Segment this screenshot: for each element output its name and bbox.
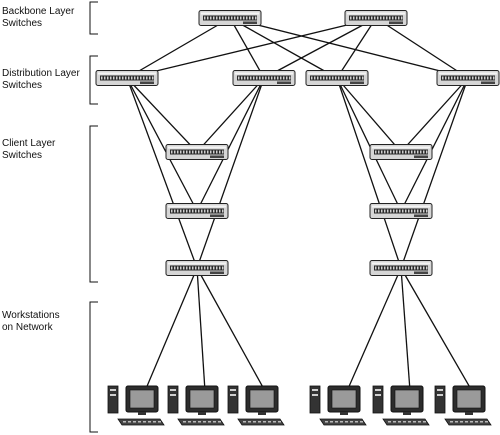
link-line: [400, 77, 469, 153]
link-line: [336, 77, 402, 269]
network-switch-icon: [165, 260, 229, 276]
link-line: [400, 77, 469, 212]
link-line: [196, 77, 265, 153]
layer-bracket: [89, 125, 98, 283]
client-layer-label: Client Layer Switches: [2, 138, 56, 161]
network-switch-icon: [95, 70, 159, 86]
link-line: [196, 267, 206, 392]
network-switch-icon: [165, 144, 229, 160]
workstation-computer-icon: [227, 385, 285, 426]
network-switch-icon: [165, 203, 229, 219]
network-switch-icon: [198, 10, 262, 26]
link-line: [336, 77, 402, 212]
layer-bracket: [89, 301, 98, 433]
network-switch-icon: [305, 70, 369, 86]
link-line: [263, 17, 377, 79]
link-line: [400, 267, 473, 392]
link-line: [196, 77, 265, 269]
link-line: [196, 77, 265, 212]
link-line: [126, 77, 198, 153]
layer-bracket: [89, 1, 98, 35]
link-line: [336, 77, 402, 153]
network-nodes: [95, 10, 500, 426]
link-line: [229, 17, 338, 79]
workstation-computer-icon: [309, 385, 367, 426]
network-switch-icon: [369, 260, 433, 276]
link-line: [229, 17, 469, 79]
link-line: [375, 17, 469, 79]
link-line: [126, 77, 198, 212]
network-switch-icon: [344, 10, 408, 26]
backbone-layer-label: Backbone Layer Switches: [2, 6, 75, 29]
link-line: [126, 17, 377, 79]
link-line: [196, 267, 266, 392]
link-lines: [126, 17, 473, 392]
network-switch-icon: [369, 203, 433, 219]
link-line: [400, 267, 411, 392]
workstation-computer-icon: [434, 385, 492, 426]
workstation-computer-icon: [167, 385, 225, 426]
link-line: [144, 267, 198, 392]
workstations-layer-label: Workstations on Network: [2, 310, 60, 333]
layer-brackets: [89, 1, 98, 433]
distribution-layer-label: Distribution Layer Switches: [2, 68, 80, 91]
network-switch-icon: [232, 70, 296, 86]
network-switch-icon: [436, 70, 500, 86]
workstation-computer-icon: [372, 385, 430, 426]
link-line: [346, 267, 402, 392]
link-line: [126, 17, 231, 79]
link-line: [229, 17, 265, 79]
link-line: [336, 17, 377, 79]
network-switch-icon: [369, 144, 433, 160]
link-line: [126, 77, 198, 269]
workstation-computer-icon: [107, 385, 165, 426]
link-line: [400, 77, 469, 269]
layer-bracket: [89, 55, 98, 105]
